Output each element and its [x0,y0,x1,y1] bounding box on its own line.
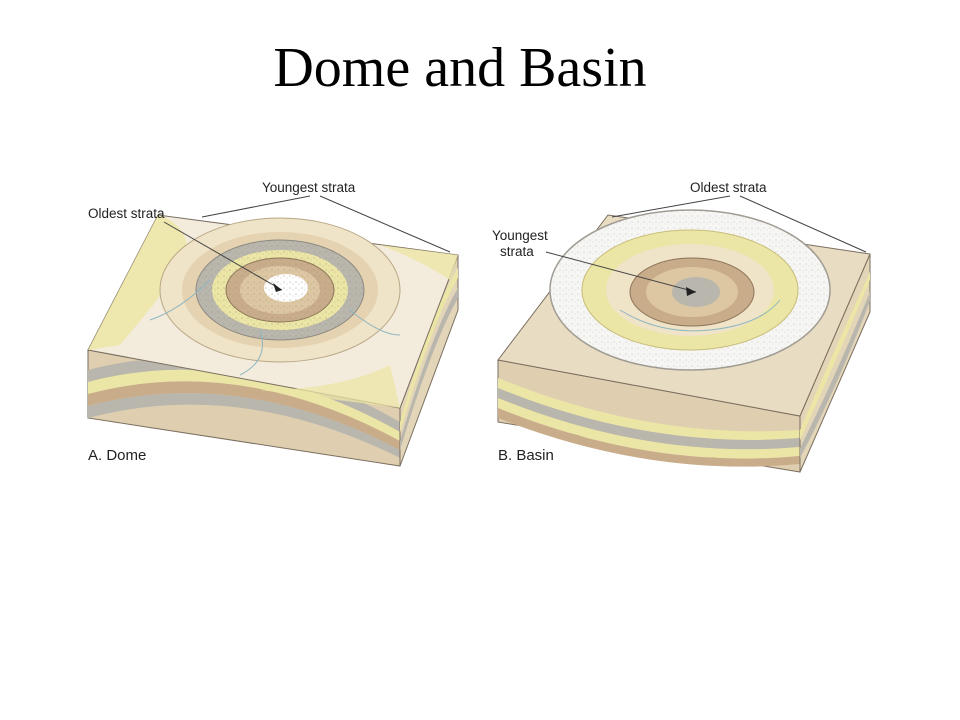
basin-right-face [799,253,871,473]
dome-caption: A. Dome [88,447,146,464]
basin-block [497,209,871,473]
basin-youngest-label-line1: Youngest [492,228,548,243]
basin-caption: B. Basin [498,447,554,464]
figure-svg: Youngest strata Oldest strata A. Dome [87,180,871,473]
basin-oldest-label: Oldest strata [690,180,767,195]
basin-front-face [497,359,801,473]
dome-youngest-label: Youngest strata [262,180,356,195]
dome-annotations: Youngest strata Oldest strata A. Dome [88,180,451,464]
dome-and-basin-figure: Youngest strata Oldest strata A. Dome [60,160,900,490]
dome-oldest-label: Oldest strata [88,206,165,221]
basin-annotations: Oldest strata Youngest strata B. Basin [492,180,867,464]
slide-title: Dome and Basin [273,37,647,99]
dome-block [87,214,459,467]
basin-youngest-label-line2: strata [500,244,534,259]
